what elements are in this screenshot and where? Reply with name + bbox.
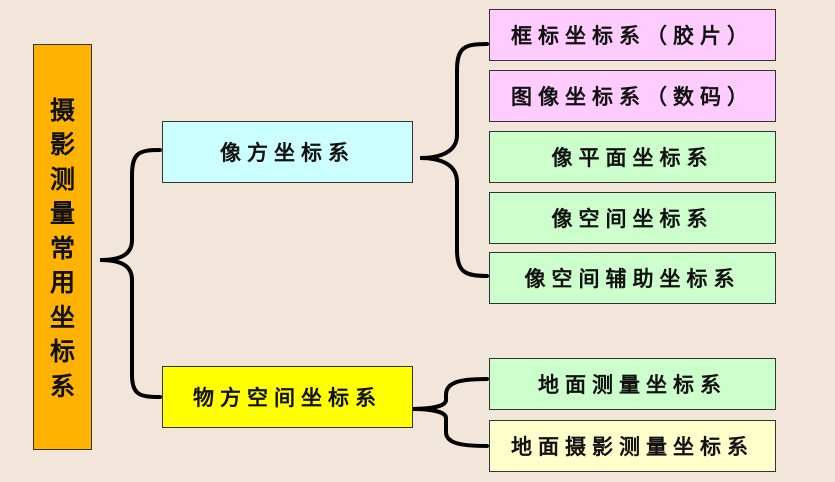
leaf-ground-photogrammetry: 地面摄影测量坐标系 bbox=[489, 420, 776, 472]
root-char: 测 bbox=[49, 164, 75, 194]
root-char: 系 bbox=[49, 371, 75, 401]
branch-object-space: 物方空间坐标系 bbox=[162, 366, 413, 428]
root-char: 标 bbox=[49, 337, 75, 367]
root-brace bbox=[99, 148, 162, 399]
root-char: 量 bbox=[49, 199, 75, 229]
root-char: 用 bbox=[49, 268, 75, 298]
leaf-ground-survey: 地面测量坐标系 bbox=[489, 358, 776, 410]
upper-brace bbox=[419, 42, 489, 278]
root-char: 摄 bbox=[49, 95, 75, 125]
root-char: 影 bbox=[49, 130, 75, 160]
leaf-image-space-aux: 像空间辅助坐标系 bbox=[489, 252, 776, 304]
leaf-image-space: 像空间坐标系 bbox=[489, 192, 776, 244]
root-char: 坐 bbox=[49, 302, 75, 332]
root-char: 常 bbox=[49, 233, 75, 263]
branch-image-space: 像方坐标系 bbox=[162, 121, 413, 183]
leaf-fiducial: 框标坐标系（胶片） bbox=[489, 9, 776, 61]
leaf-image-plane: 像平面坐标系 bbox=[489, 131, 776, 183]
lower-brace bbox=[411, 377, 489, 448]
root-node: 摄 影 测 量 常 用 坐 标 系 bbox=[33, 44, 92, 450]
leaf-image-digital: 图像坐标系（数码） bbox=[489, 70, 776, 122]
